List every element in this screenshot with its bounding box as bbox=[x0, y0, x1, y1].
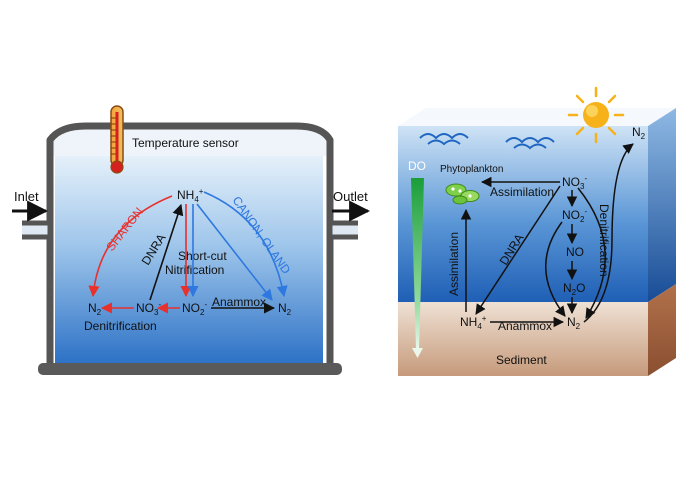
phytoplankton-icon bbox=[445, 183, 480, 205]
outlet-label: Outlet bbox=[333, 189, 368, 204]
reactor-no2: NO2​- bbox=[182, 300, 207, 317]
temperature-sensor-label: Temperature sensor bbox=[132, 136, 239, 150]
water-nh4: NH4​+ bbox=[460, 314, 487, 331]
sediment-label: Sediment bbox=[496, 353, 547, 367]
sharon-arrow bbox=[88, 195, 173, 298]
water-top-face bbox=[398, 108, 676, 126]
outlet-pipe bbox=[327, 220, 358, 240]
phytoplankton-label: Phytoplankton bbox=[440, 164, 503, 175]
water-no2: NO2​- bbox=[562, 207, 587, 224]
shortcut-nitrification-line2: Nitrification bbox=[165, 263, 224, 277]
reactor-denitrification-label: Denitrification bbox=[84, 319, 157, 333]
thermometer-icon bbox=[110, 105, 124, 174]
reactor-water bbox=[55, 155, 323, 363]
nh4-to-n2-blue-arrow bbox=[196, 203, 273, 301]
dnra-arrow bbox=[149, 203, 184, 301]
water-side-face bbox=[648, 108, 676, 302]
reactor-panel: Inlet Outlet Temperature sensor NH4​+ N2… bbox=[12, 105, 371, 375]
do-arrow-head bbox=[412, 348, 423, 358]
reactor-no3: NO3​- bbox=[136, 300, 161, 317]
inlet-pipe bbox=[22, 220, 53, 240]
water-assimilation-side-label: Assimilation bbox=[447, 232, 461, 296]
do-label: DO bbox=[408, 159, 426, 173]
sediment-front-face bbox=[398, 302, 648, 376]
water-no: NO bbox=[566, 245, 584, 259]
no2-to-n2-curve-arrow bbox=[545, 221, 566, 317]
water-assimilation-top-label: Assimilation bbox=[490, 185, 554, 199]
water-front-face bbox=[398, 126, 648, 302]
do-gradient-bar bbox=[411, 178, 424, 350]
water-dnra-arrow bbox=[475, 185, 561, 315]
shortcut-nitrification-line1: Short-cut bbox=[178, 249, 227, 263]
canon-oland-arrow bbox=[203, 191, 288, 298]
water-anammox-label: Anammox bbox=[498, 319, 552, 333]
n2-to-atmosphere-arrow bbox=[583, 143, 634, 323]
reactor-anammox-label: Anammox bbox=[212, 295, 266, 309]
water-no3: NO3​- bbox=[562, 174, 587, 191]
sediment-side-face bbox=[648, 284, 676, 376]
wave-icon bbox=[419, 133, 555, 150]
sun-icon bbox=[567, 86, 625, 144]
water-n2o: N2O bbox=[563, 281, 585, 297]
water-panel: DO Phytoplankton NO3​- NO2​- NO N2O N2 N… bbox=[398, 86, 676, 376]
no3-denitrification-curve-arrow bbox=[577, 187, 606, 319]
inlet-label: Inlet bbox=[14, 189, 39, 204]
reactor-base bbox=[38, 363, 342, 375]
reactor-nh4: NH4​+ bbox=[177, 187, 204, 204]
